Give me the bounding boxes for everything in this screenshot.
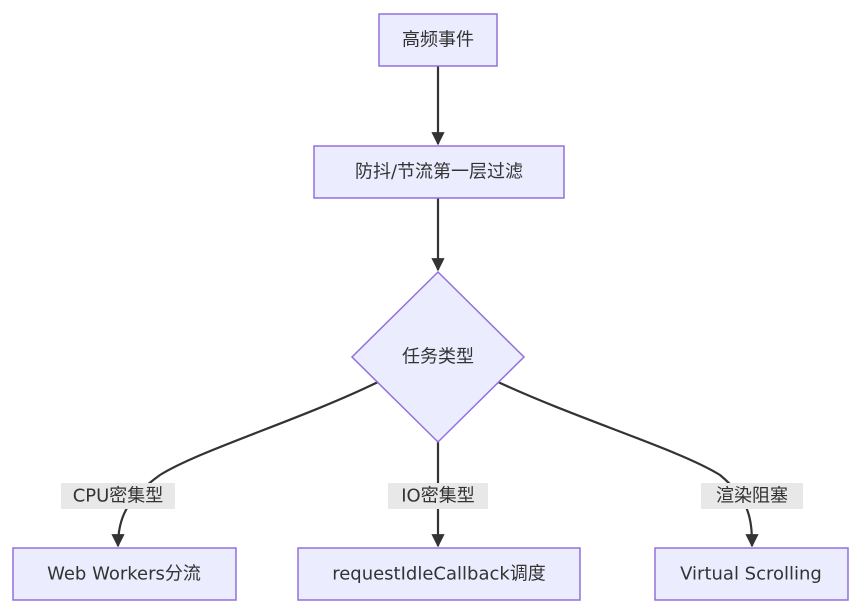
edges (111, 66, 759, 548)
edge-task-type-to-virtual-scrolling (497, 381, 759, 548)
edge-label-render: 渲染阻塞 (701, 483, 803, 509)
node-web-workers: Web Workers分流 (12, 547, 237, 601)
node-debounce: 防抖/节流第一层过滤 (313, 145, 565, 199)
node-debounce-text: 防抖/节流第一层过滤 (355, 162, 523, 183)
edge-label-render-text: 渲染阻塞 (716, 486, 788, 507)
edge-label-cpu-text: CPU密集型 (73, 486, 164, 507)
node-virtual-scrolling-text: Virtual Scrolling (680, 564, 822, 585)
node-idle-callback: requestIdleCallback调度 (297, 547, 581, 601)
node-task-type: 任务类型 (350, 270, 526, 444)
node-task-type-text: 任务类型 (402, 347, 474, 368)
edge-label-io-text: IO密集型 (401, 486, 474, 507)
edge-label-io: IO密集型 (388, 483, 488, 509)
edge-label-cpu: CPU密集型 (61, 483, 175, 509)
node-high-freq-text: 高频事件 (402, 30, 474, 51)
node-web-workers-text: Web Workers分流 (47, 564, 201, 585)
node-high-freq: 高频事件 (378, 13, 498, 67)
node-idle-callback-text: requestIdleCallback调度 (332, 564, 546, 585)
edge-task-type-to-web-workers (111, 381, 379, 548)
node-virtual-scrolling: Virtual Scrolling (654, 547, 849, 601)
